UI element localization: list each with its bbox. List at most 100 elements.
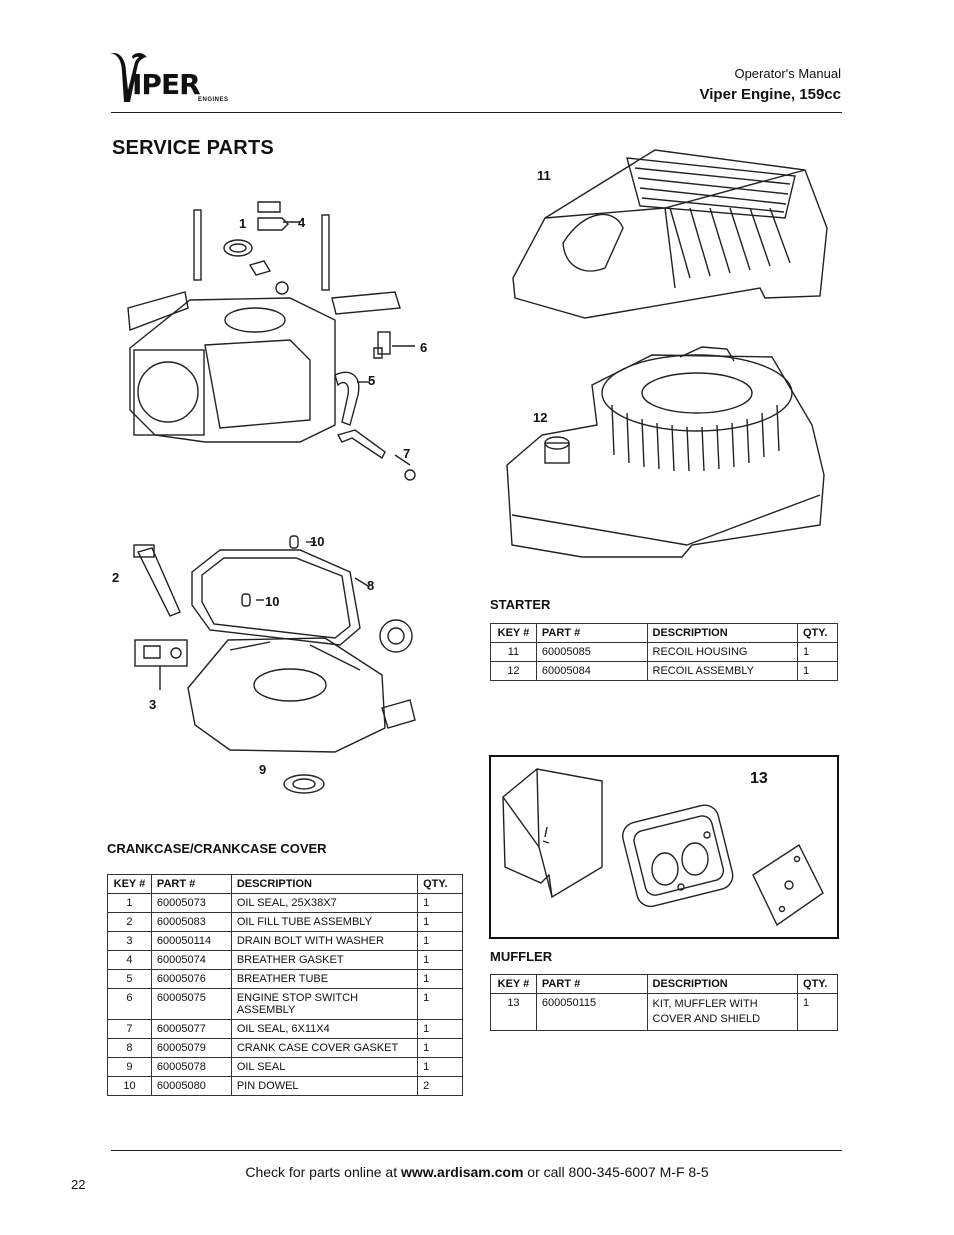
table-header-row: KEY # PART # DESCRIPTION QTY. xyxy=(490,974,838,994)
viper-snake-icon xyxy=(110,52,148,102)
column-header: PART # xyxy=(535,623,648,643)
recoil-housing-diagram xyxy=(512,149,828,319)
key-cell: 10 xyxy=(107,1076,152,1096)
part-cell: 60005078 xyxy=(150,1057,232,1077)
description-cell: RECOIL HOUSING xyxy=(646,642,798,662)
description-cell: ENGINE STOP SWITCH ASSEMBLY xyxy=(230,988,419,1020)
description-cell: OIL SEAL, 6X11X4 xyxy=(230,1019,419,1039)
callout-10b: 10 xyxy=(265,594,280,609)
callout-8: 8 xyxy=(367,578,375,593)
callout-11: 11 xyxy=(537,168,551,183)
key-cell: 7 xyxy=(107,1019,152,1039)
qty-cell: 1 xyxy=(797,642,838,662)
manual-label: Operator's Manual xyxy=(734,66,841,81)
key-cell: 12 xyxy=(490,661,537,681)
callout-2: 2 xyxy=(112,570,120,585)
part-cell: 60005075 xyxy=(150,988,232,1020)
page-title: SERVICE PARTS xyxy=(112,137,274,159)
muffler-section-title: MUFFLER xyxy=(490,949,553,964)
column-header: DESCRIPTION xyxy=(230,874,419,894)
column-header: QTY. xyxy=(417,874,463,894)
qty-cell: 1 xyxy=(417,950,463,970)
table-row: 13 600050115 KIT, MUFFLER WITH COVER AND… xyxy=(490,993,838,1031)
column-header: KEY # xyxy=(107,874,152,894)
qty-cell: 1 xyxy=(797,661,838,681)
callout-12: 12 xyxy=(533,410,548,425)
table-row: 12 60005084 RECOIL ASSEMBLY 1 xyxy=(490,661,838,681)
column-header: KEY # xyxy=(490,974,537,994)
crankcase-diagram xyxy=(127,201,416,794)
description-cell: DRAIN BOLT WITH WASHER xyxy=(230,931,419,951)
key-cell: 2 xyxy=(107,912,152,932)
part-cell: 60005079 xyxy=(150,1038,232,1058)
qty-cell: 1 xyxy=(417,1019,463,1039)
key-cell: 11 xyxy=(490,642,537,662)
part-cell: 60005073 xyxy=(150,893,232,913)
column-header: QTY. xyxy=(797,974,838,994)
qty-cell: 1 xyxy=(417,912,463,932)
qty-cell: 1 xyxy=(417,969,463,989)
key-cell: 1 xyxy=(107,893,152,913)
description-cell: KIT, MUFFLER WITH COVER AND SHIELD xyxy=(646,993,799,1031)
key-cell: 4 xyxy=(107,950,152,970)
column-header: DESCRIPTION xyxy=(646,623,798,643)
starter-table: KEY # PART # DESCRIPTION QTY. 11 6000508… xyxy=(490,623,838,681)
callout-10a: 10 xyxy=(310,534,325,549)
qty-cell: 1 xyxy=(417,1038,463,1058)
muffler-kit-box: 13 xyxy=(489,755,839,939)
callout-9: 9 xyxy=(259,762,267,777)
part-cell: 60005083 xyxy=(150,912,232,932)
key-cell: 8 xyxy=(107,1038,152,1058)
key-cell: 9 xyxy=(107,1057,152,1077)
description-cell: BREATHER TUBE xyxy=(230,969,419,989)
part-cell: 600050114 xyxy=(150,931,232,951)
qty-cell: 1 xyxy=(417,988,463,1020)
key-cell: 13 xyxy=(490,993,537,1031)
description-cell: OIL FILL TUBE ASSEMBLY xyxy=(230,912,419,932)
callout-1: 1 xyxy=(239,216,247,231)
part-cell: 60005074 xyxy=(150,950,232,970)
column-header: DESCRIPTION xyxy=(646,974,799,994)
qty-cell: 1 xyxy=(417,893,463,913)
column-header: QTY. xyxy=(797,623,838,643)
part-cell: 60005077 xyxy=(150,1019,232,1039)
callout-5: 5 xyxy=(368,373,376,388)
starter-section-title: STARTER xyxy=(490,597,551,612)
logo-wordmark: IPER xyxy=(132,68,201,101)
column-header: PART # xyxy=(535,974,648,994)
engine-title: Viper Engine, 159cc xyxy=(699,86,841,103)
footer-divider xyxy=(111,1150,842,1151)
header-divider xyxy=(111,112,842,113)
callout-4: 4 xyxy=(298,215,306,230)
key-cell: 3 xyxy=(107,931,152,951)
table-header-row: KEY # PART # DESCRIPTION QTY. xyxy=(490,623,838,643)
muffler-kit-diagram xyxy=(502,768,824,927)
callout-6: 6 xyxy=(420,340,428,355)
qty-cell: 1 xyxy=(797,993,838,1031)
recoil-assembly-diagram xyxy=(506,346,825,558)
table-header-row: KEY # PART # DESCRIPTION QTY. xyxy=(107,874,463,894)
muffler-table: KEY # PART # DESCRIPTION QTY. 13 6000501… xyxy=(490,974,838,1031)
footer-text: Check for parts online at www.ardisam.co… xyxy=(0,1164,954,1180)
crankcase-section-title: CRANKCASE/CRANKCASE COVER xyxy=(107,841,327,856)
qty-cell: 1 xyxy=(417,931,463,951)
key-cell: 5 xyxy=(107,969,152,989)
description-cell: RECOIL ASSEMBLY xyxy=(646,661,798,681)
description-cell: OIL SEAL xyxy=(230,1057,419,1077)
footer-url-link[interactable]: www.ardisam.com xyxy=(401,1164,524,1180)
qty-cell: 1 xyxy=(417,1057,463,1077)
part-cell: 60005080 xyxy=(150,1076,232,1096)
part-cell: 60005076 xyxy=(150,969,232,989)
description-cell: PIN DOWEL xyxy=(230,1076,419,1096)
part-cell: 60005084 xyxy=(535,661,648,681)
